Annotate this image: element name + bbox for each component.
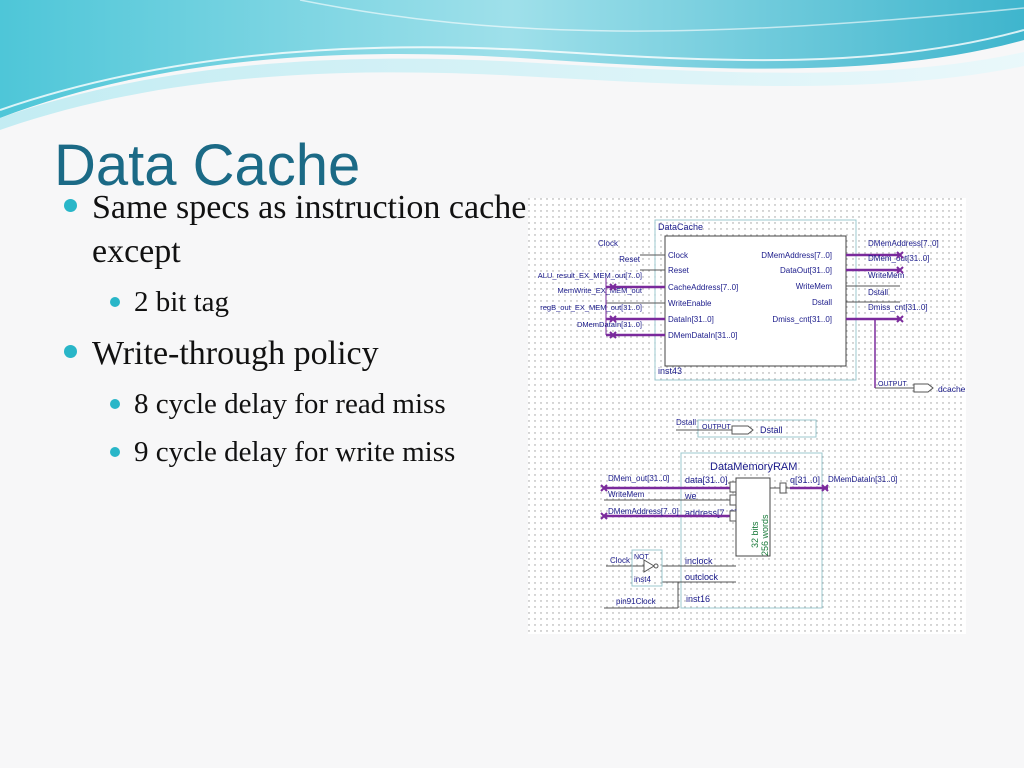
ram-size-bits: 32 bits [750,521,760,548]
datacache-port-left: DataIn[31..0] [668,315,714,324]
sub-bullet-dot-icon [110,447,120,457]
schematic-diagram: DataCache inst43 Clock Reset CacheAddres… [528,198,966,634]
ram-instance: inst16 [686,594,710,604]
not-gate-icon [643,559,655,573]
datacache-input-label: regB_out_EX_MEM_out[31..0] [540,303,642,312]
x-marker-icon [896,251,904,323]
bullet-item: Write-through policy 8 cycle delay for r… [62,332,532,476]
output-pin-icon [731,425,754,435]
datamemoryram-block: DataMemoryRAM 32 bits 256 words data[31.… [600,452,897,609]
datacache-input-label: Clock [598,239,619,248]
ram-port-left: data[31..0] [685,475,728,485]
datacache-input-label: MemWrite_EX_MEM_out [558,286,643,295]
ram-port-left: we [684,491,697,501]
ram-input-label: DMem_out[31..0] [608,474,669,483]
dstall-net-label: Dstall [676,418,696,427]
datacache-input-label: ALU_result_EX_MEM_out[7..0] [538,271,642,280]
slide-title: Data Cache [54,133,361,198]
datacache-port-right: Dmiss_cnt[31..0] [772,315,832,324]
ram-input-label: WriteMem [608,490,645,499]
ram-port-left: address[7..0] [685,508,737,518]
ram-input-label: DMemAddress[7..0] [608,507,679,516]
bullet-dot-icon [64,345,77,358]
sub-bullet-item: 9 cycle delay for write miss [92,428,532,476]
datacache-port-left: WriteEnable [668,299,712,308]
sub-bullet-item: 2 bit tag [92,278,532,326]
bullet-dot-icon [64,199,77,212]
ram-port-right: q[31..0] [790,475,820,485]
sub-bullet-dot-icon [110,297,120,307]
header-wave-decoration [0,0,1024,130]
datacache-output-label: Dmiss_cnt[31..0] [868,303,928,312]
sub-bullet-list: 8 cycle delay for read miss 9 cycle dela… [92,380,532,476]
datacache-port-left: CacheAddress[7..0] [668,283,738,292]
datacache-port-right: Dstall [812,298,832,307]
datacache-name: DataCache [658,222,703,232]
clock-pin-label: pin91Clock [616,597,657,606]
datacache-output-label: WriteMem [868,271,905,280]
datacache-output-label: Dstall [868,288,888,297]
bullet-list: Same specs as instruction cache except 2… [62,186,532,482]
ram-input-wires [604,482,736,609]
datacache-output-wires [846,253,914,389]
datacache-input-wires [605,254,665,337]
sub-bullet-item: 8 cycle delay for read miss [92,380,532,428]
not-gate-kind: NOT [634,554,650,561]
datacache-port-left: Clock [668,251,689,260]
datacache-block: DataCache inst43 Clock Reset CacheAddres… [538,219,966,394]
dstall-output: Dstall OUTPUT Dstall [676,418,817,438]
datacache-port-left: Reset [668,266,690,275]
output-pin-kind: OUTPUT [702,424,732,431]
output-pin-name: dcache [938,384,966,394]
x-marker-icon [609,283,617,339]
sub-bullet-dot-icon [110,399,120,409]
sub-bullet-text: 8 cycle delay for read miss [134,388,446,420]
bullet-text: Same specs as instruction cache except [92,189,527,270]
x-marker-icon [600,484,608,520]
datacache-port-right: WriteMem [796,282,833,291]
ram-port-left: inclock [685,556,713,566]
datacache-port-left: DMemDataIn[31..0] [668,331,737,340]
ram-register-icons [729,481,737,522]
datacache-output-label: DMem_out[31..0] [868,254,929,263]
bullet-text: Write-through policy [92,335,379,372]
ram-output-net: DMemDataIn[31..0] [828,475,897,484]
x-marker-icon [821,484,829,492]
ram-port-left: outclock [685,572,719,582]
output-pin-icon [913,383,934,393]
sub-bullet-text: 9 cycle delay for write miss [134,436,456,468]
bullet-item: Same specs as instruction cache except 2… [62,186,532,326]
ram-name: DataMemoryRAM [710,461,797,473]
not-gate-instance: inst4 [634,575,651,584]
output-pin-name: Dstall [760,425,783,435]
sub-bullet-text: 2 bit tag [134,286,230,318]
datacache-port-right: DataOut[31..0] [780,266,832,275]
datacache-port-right: DMemAddress[7..0] [761,251,832,260]
ram-size-words: 256 words [760,514,770,556]
ram-input-label: Clock [610,556,631,565]
sub-bullet-list: 2 bit tag [92,278,532,326]
datacache-output-label: DMemAddress[7..0] [868,239,939,248]
datacache-instance: inst43 [658,366,682,376]
datacache-input-label: Reset [619,255,641,264]
datacache-input-label: DMemDataIn[31..0] [577,320,642,329]
output-pin-kind: OUTPUT [878,381,908,388]
